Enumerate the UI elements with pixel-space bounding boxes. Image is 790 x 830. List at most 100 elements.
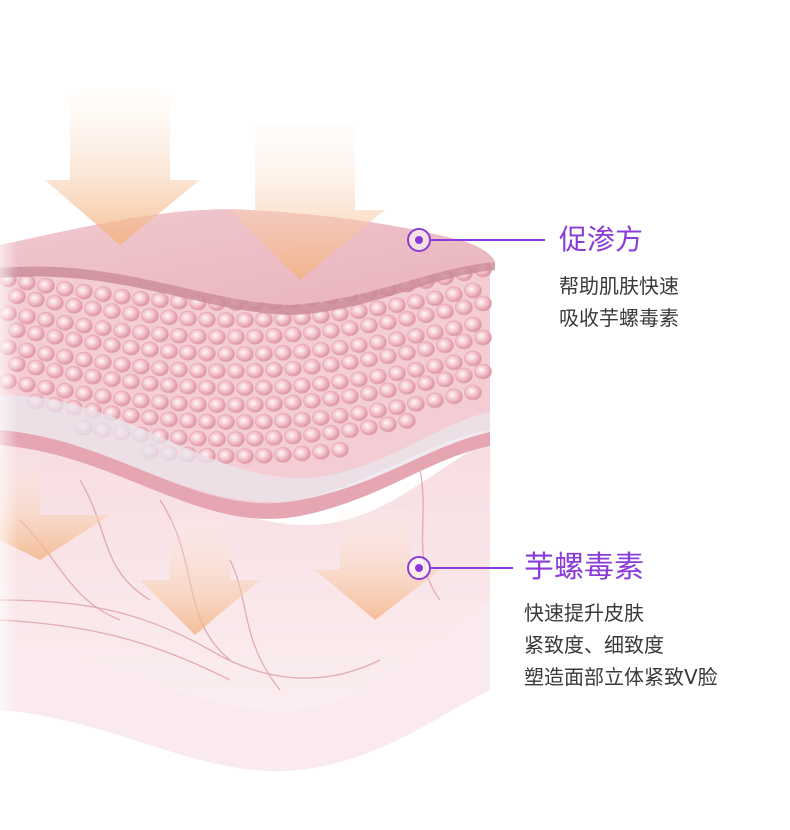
- skin-cell: [198, 345, 216, 362]
- callout-title: 促渗方: [559, 223, 644, 256]
- skin-cell: [122, 373, 140, 390]
- skin-cell: [141, 375, 159, 392]
- skin-cell: [132, 358, 150, 375]
- skin-cell: [246, 362, 264, 379]
- skin-cell: [255, 447, 273, 464]
- skin-cell: [217, 346, 235, 362]
- skin-cell: [179, 310, 197, 327]
- skin-cell: [265, 395, 283, 412]
- callout-leader-line: [431, 567, 513, 569]
- skin-cell: [445, 320, 463, 337]
- callout-description-line: 紧致度、细致度: [524, 633, 664, 657]
- skin-cell: [160, 411, 178, 428]
- callout-description-line: 塑造面部立体紧致V脸: [524, 665, 718, 689]
- skin-cell: [236, 414, 254, 431]
- skin-cell: [122, 407, 140, 424]
- skin-cell: [132, 290, 150, 307]
- skin-cell: [227, 329, 245, 346]
- skin-cell: [141, 307, 159, 324]
- skin-cell: [236, 312, 254, 329]
- skin-cell: [436, 303, 454, 320]
- skin-cell: [217, 448, 235, 464]
- skin-cell: [255, 311, 273, 328]
- skin-cell: [464, 384, 482, 401]
- skin-cell: [179, 344, 197, 361]
- skin-cell: [398, 379, 416, 395]
- skin-cell: [208, 329, 226, 345]
- skin-cell: [132, 324, 150, 341]
- skin-cell: [426, 392, 444, 409]
- skin-cell: [350, 337, 368, 354]
- skin-cell: [236, 346, 254, 363]
- skin-cell: [388, 365, 406, 382]
- skin-cell: [350, 371, 368, 388]
- skin-cell: [189, 362, 207, 379]
- skin-cell: [379, 348, 397, 365]
- skin-cell: [122, 305, 140, 322]
- skin-cell: [227, 397, 245, 414]
- skin-cell: [388, 331, 406, 348]
- skin-cell: [331, 373, 349, 390]
- skin-cell: [331, 339, 349, 356]
- skin-cell: [198, 413, 216, 430]
- skin-cell: [293, 411, 311, 428]
- skin-cell: [246, 328, 264, 345]
- skin-cell: [350, 405, 368, 422]
- skin-cell: [360, 419, 378, 436]
- skin-cell: [341, 320, 359, 337]
- skin-cell: [170, 327, 188, 344]
- skin-cell: [474, 295, 492, 312]
- skin-cell: [464, 282, 482, 299]
- skin-cell: [379, 416, 397, 433]
- skin-cell: [284, 326, 302, 343]
- skin-cell: [331, 441, 349, 458]
- skin-cell: [445, 388, 463, 405]
- skin-cell: [322, 356, 340, 373]
- skin-cell: [170, 395, 188, 412]
- skin-cell: [189, 396, 207, 413]
- skin-cell: [455, 299, 473, 316]
- skin-cell: [398, 345, 416, 361]
- skin-cell: [274, 344, 292, 361]
- skin-cell: [198, 379, 216, 396]
- callout-leader-line: [431, 239, 545, 241]
- callout-description-line: 吸收芋螺毒素: [559, 306, 679, 330]
- skin-cell: [331, 407, 349, 424]
- skin-cell: [255, 345, 273, 362]
- skin-cell: [341, 354, 359, 371]
- skin-cell: [179, 412, 197, 429]
- skin-cell: [246, 430, 264, 447]
- skin-cell: [322, 322, 340, 339]
- skin-cell: [227, 431, 245, 448]
- skin-cell: [151, 326, 169, 343]
- skin-cell: [217, 414, 235, 430]
- skin-cell: [151, 394, 169, 411]
- skin-cell: [312, 410, 330, 426]
- callout-description: 帮助肌肤快速 吸收芋螺毒素: [559, 270, 679, 334]
- skin-cell: [407, 294, 425, 310]
- skin-cell: [284, 360, 302, 377]
- skin-cell: [369, 402, 387, 419]
- skin-cell: [236, 448, 254, 465]
- skin-cell: [160, 309, 178, 326]
- skin-cell: [303, 427, 321, 443]
- skin-cell: [303, 359, 321, 375]
- skin-cell: [303, 325, 321, 341]
- skin-cell: [426, 290, 444, 307]
- skin-cell: [436, 337, 454, 354]
- skin-cell: [360, 351, 378, 368]
- skin-cell: [445, 354, 463, 371]
- skin-cell: [474, 363, 492, 380]
- skin-cell: [426, 324, 444, 341]
- skin-cell: [398, 413, 416, 429]
- skin-cell: [293, 343, 311, 360]
- skin-cell: [417, 307, 435, 324]
- skin-cell: [303, 393, 321, 409]
- skin-cell: [227, 363, 245, 380]
- skin-cell: [284, 394, 302, 411]
- skin-cell: [322, 390, 340, 407]
- skin-cell: [170, 361, 188, 378]
- skin-cell: [464, 316, 482, 333]
- skin-cell: [360, 385, 378, 402]
